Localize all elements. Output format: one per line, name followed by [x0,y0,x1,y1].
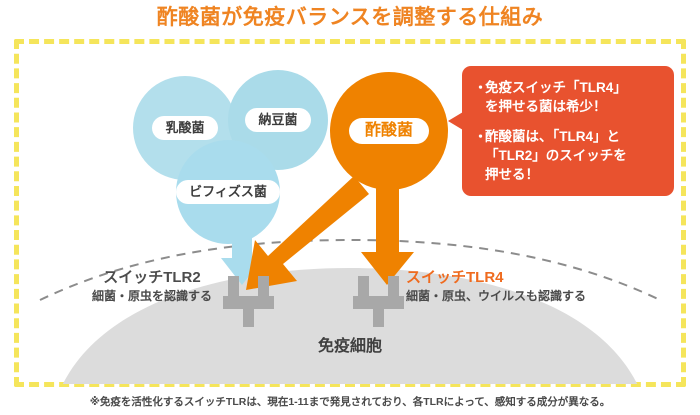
footnote-text: ※免疫を活性化するスイッチTLRは、現在1-11まで発見されており、各TLRによ… [89,396,611,408]
receptor-label-tlr2: スイッチTLR2 細菌・原虫を認識する [72,268,232,304]
callout-box: ・ 免疫スイッチ「TLR4」 を押せる菌は希少！ ・ 酢酸菌は、「TLR4」と … [462,66,674,196]
dashed-frame-border [14,39,686,387]
receptor-tlr4-shape [353,276,404,327]
bacteria-circle-bifidus: ビフィズス菌 [176,140,280,244]
arrow-acetic-to-tlr4 [361,176,414,285]
callout-bullet-2-line-3: 押せる！ [485,167,539,182]
callout-bullet-1-line-2: を押せる菌は希少！ [485,99,607,114]
bullet-dot-icon: ・ [474,80,488,95]
bacteria-circle-acetic: 酢酸菌 [330,72,448,190]
arrow-acetic-to-tlr2 [246,176,369,290]
receptor-desc-tlr2: 細菌・原虫を認識する [91,289,212,303]
callout-bullet-1: ・ 免疫スイッチ「TLR4」 を押せる菌は希少！ [474,78,664,116]
receptor-tlr2-shape [223,276,274,327]
bacteria-label-lactic: 乳酸菌 [152,116,218,140]
bacteria-circle-natto: 納豆菌 [228,70,328,170]
callout-bullet-2-line-2: 「TLR2」のスイッチを [485,148,627,163]
callout-bullet-1-line-1: 免疫スイッチ「TLR4」 [485,80,627,95]
receptor-label-tlr4: スイッチTLR4 細菌・原虫、ウイルスも認識する [406,268,636,304]
immune-cell-label: 免疫細胞 [317,338,382,355]
page-title: 酢酸菌が免疫バランスを調整する仕組み [156,6,544,29]
callout-bullet-2: ・ 酢酸菌は、「TLR4」と 「TLR2」のスイッチを 押せる！ [474,127,664,184]
bacteria-label-bifidus: ビフィズス菌 [176,180,280,204]
callout-bullet-2-text: 酢酸菌は、「TLR4」と 「TLR2」のスイッチを 押せる！ [485,127,664,184]
membrane-dashed-curve [39,238,661,301]
receptor-name-tlr4: スイッチTLR4 [406,269,504,286]
callout-bullet-2-line-1: 酢酸菌は、「TLR4」と [485,129,620,144]
callout-bullet-1-text: 免疫スイッチ「TLR4」 を押せる菌は希少！ [485,78,664,116]
bullet-dot-icon: ・ [474,129,488,144]
bacteria-label-natto: 納豆菌 [245,108,311,132]
receptor-name-tlr2: スイッチTLR2 [103,269,201,286]
callout-tail-icon [448,112,463,130]
bacteria-label-acetic: 酢酸菌 [348,118,429,144]
receptor-desc-tlr4: 細菌・原虫、ウイルスも認識する [406,289,587,303]
immune-cell-body [63,268,637,384]
